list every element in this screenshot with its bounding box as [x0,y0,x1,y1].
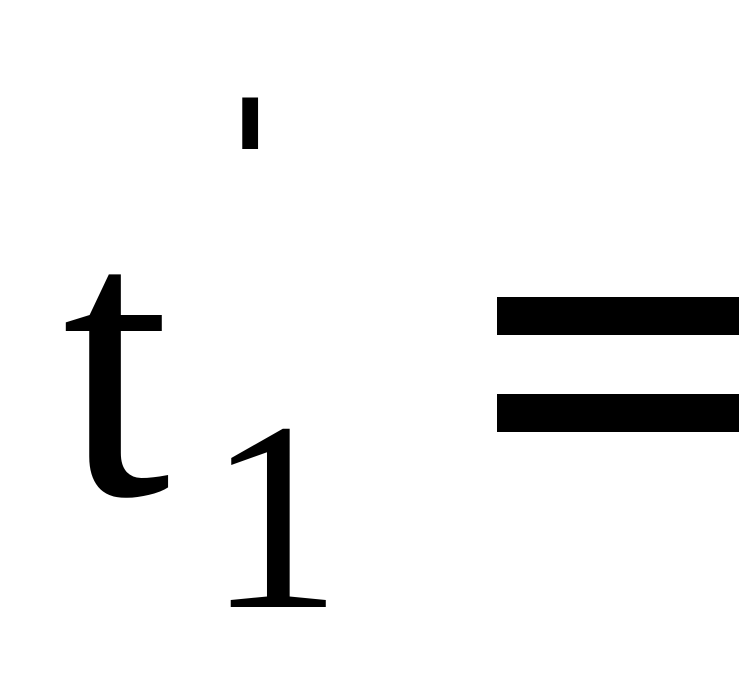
formula-base-letter: t [62,147,171,579]
equals-bottom-bar [497,394,739,432]
formula-prime-mark: ' [224,60,277,281]
equals-top-bar [497,297,739,335]
formula-subscript: 1 [207,367,342,666]
